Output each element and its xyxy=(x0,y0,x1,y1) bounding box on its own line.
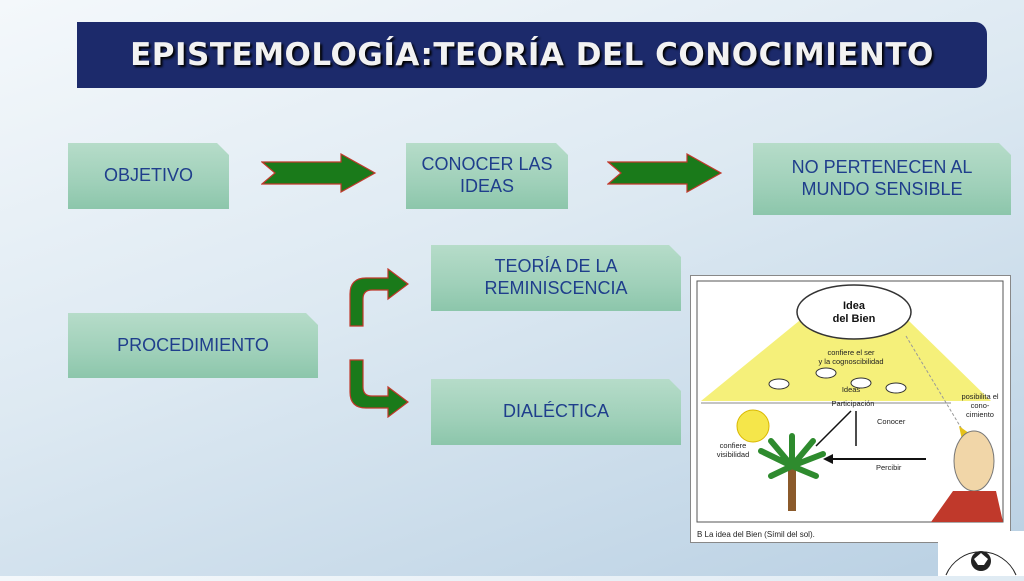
box-no-pertenecen-label: NO PERTENECEN AL MUNDO SENSIBLE xyxy=(791,157,973,199)
box-no-pertenecen: NO PERTENECEN AL MUNDO SENSIBLE xyxy=(753,143,1011,215)
box-procedimiento-label: PROCEDIMIENTO xyxy=(117,334,269,355)
box-dialectica: DIALÉCTICA xyxy=(431,379,681,445)
ideas-label: Ideas xyxy=(842,385,861,394)
participacion-label: Participación xyxy=(832,399,875,408)
box-procedimiento: PROCEDIMIENTO xyxy=(68,313,318,378)
figure-caption: B La idea del Bien (Símil del sol). xyxy=(697,530,815,539)
box-reminiscencia-label: TEORÍA DE LA REMINISCENCIA xyxy=(484,256,628,298)
bent-arrow-up-icon xyxy=(349,268,409,327)
arrow-right-icon xyxy=(607,153,723,193)
college-seal-logo xyxy=(938,531,1024,576)
arrow-right-icon xyxy=(261,153,377,193)
box-conocer-ideas: CONOCER LAS IDEAS xyxy=(406,143,568,209)
bent-arrow-down-icon xyxy=(349,359,409,418)
box-dialectica-label: DIALÉCTICA xyxy=(502,401,610,422)
box-objetivo: OBJETIVO xyxy=(68,143,229,209)
box-conocer-ideas-label: CONOCER LAS IDEAS xyxy=(421,154,553,196)
percibir-label: Percibir xyxy=(876,463,902,472)
box-objetivo-label: OBJETIVO xyxy=(103,165,193,186)
conocer-label: Conocer xyxy=(877,417,906,426)
title-banner: EPISTEMOLOGÍA:TEORÍA DEL CONOCIMIENTO xyxy=(77,22,987,88)
box-reminiscencia: TEORÍA DE LA REMINISCENCIA xyxy=(431,245,681,311)
college-crest-icon xyxy=(945,551,1017,576)
page-title: EPISTEMOLOGÍA:TEORÍA DEL CONOCIMIENTO xyxy=(130,37,934,73)
